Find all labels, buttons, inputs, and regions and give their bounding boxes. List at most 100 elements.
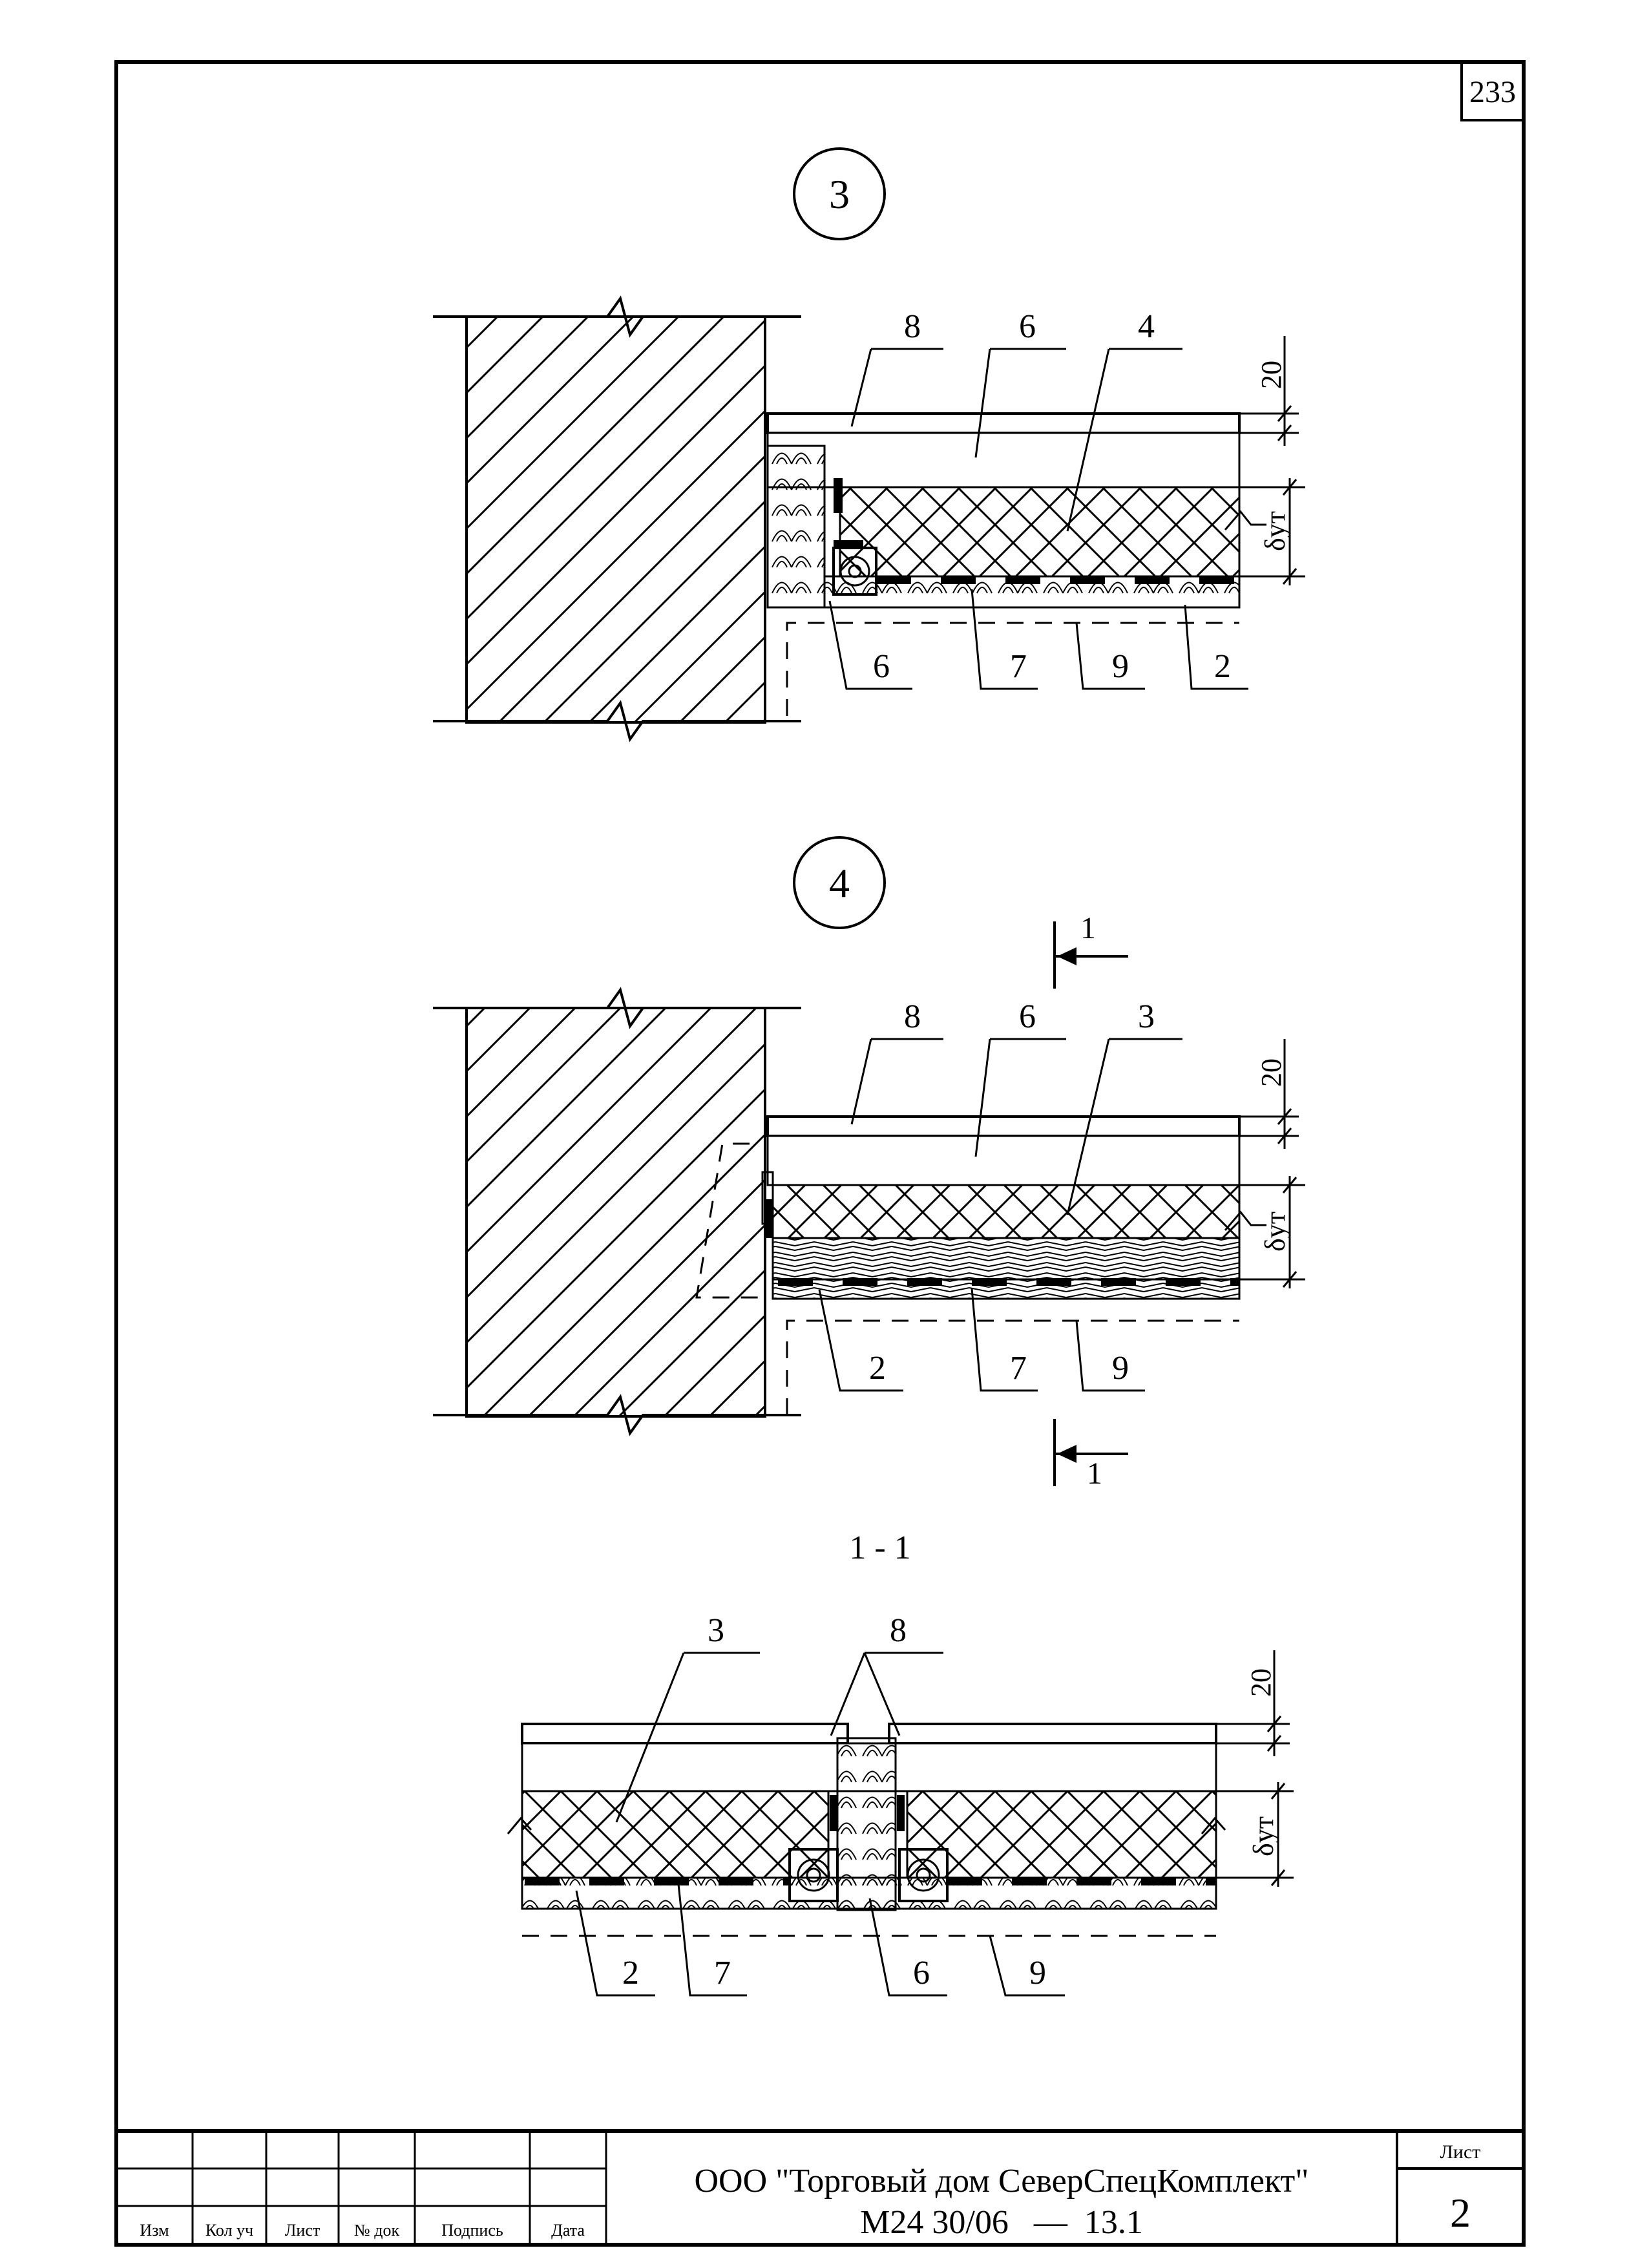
sheet-value: 2 <box>1450 2190 1471 2236</box>
section-seal-right <box>897 1795 905 1831</box>
section-leader-7 <box>677 1884 747 1997</box>
col-kol-uch: Кол уч <box>205 2221 253 2240</box>
detail-3-seal <box>834 478 843 513</box>
title-block-sheet-divider <box>1396 2131 1524 2245</box>
detail-4-ceiling-line <box>786 1319 1239 1415</box>
section-1-1: 1 - 1 3 8 2 7 6 9 20 <box>507 1529 1294 1997</box>
detail-4-label-8: 8 <box>904 998 921 1035</box>
detail-4-level-mark <box>1224 1210 1266 1231</box>
detail-3-leader-6-top <box>974 348 1066 458</box>
detail-4-break-bottom <box>433 1394 801 1436</box>
detail-4-timber <box>772 1237 1241 1281</box>
section-dim-insulation <box>1216 1782 1294 1887</box>
detail-4-hidden-line <box>695 1142 768 1299</box>
detail-4-leader-3 <box>1066 1038 1182 1215</box>
detail-4-section-arrow-top <box>1057 947 1077 965</box>
detail-4-floor-board <box>766 1115 1241 1137</box>
organization-name: ООО "Торговый дом СеверСпецКомплект" <box>694 2163 1308 2200</box>
sheet-number: 233 <box>1469 75 1516 109</box>
section-title: 1 - 1 <box>849 1529 910 1566</box>
document-code: М24 30/06 — 13.1 <box>860 2204 1143 2241</box>
detail-4-leader-2 <box>818 1289 903 1392</box>
col-signature: Подпись <box>441 2221 503 2240</box>
section-bar-left-ring <box>797 1858 830 1892</box>
section-floor-board-left <box>521 1723 849 1745</box>
sheet-number-box <box>1460 61 1525 121</box>
section-dim-20 <box>1216 1650 1290 1756</box>
col-izm: Изм <box>140 2221 169 2240</box>
detail-3-leader-9 <box>1075 622 1145 690</box>
detail-4-insulation <box>772 1184 1241 1239</box>
detail-3-label-8: 8 <box>904 308 921 345</box>
detail-4-section-arrow-bottom <box>1057 1445 1077 1463</box>
section-label-2: 2 <box>622 1955 639 1991</box>
detail-4-leader-8 <box>850 1038 943 1125</box>
detail-3-number: 3 <box>829 171 850 217</box>
detail-3-label-9: 9 <box>1112 648 1129 685</box>
detail-3-label-7: 7 <box>1010 648 1027 685</box>
section-leader-2 <box>575 1890 655 1997</box>
section-label-7: 7 <box>714 1955 731 1991</box>
detail-4: 4 1 1 8 6 3 2 7 9 <box>433 836 1305 1491</box>
detail-3-dim-20-value: 20 <box>1255 361 1287 389</box>
section-label-9: 9 <box>1029 1955 1046 1991</box>
detail-4-number: 4 <box>829 860 850 906</box>
detail-4-leader-7 <box>971 1288 1038 1392</box>
col-date: Дата <box>551 2221 585 2240</box>
detail-4-leader-9 <box>1075 1320 1145 1392</box>
section-leader-6 <box>868 1898 947 1997</box>
detail-3-leader-7 <box>971 589 1038 690</box>
section-leader-3 <box>615 1652 760 1823</box>
detail-4-dim-insulation <box>1239 1176 1305 1288</box>
section-insulation-right <box>906 1790 1217 1879</box>
section-floor-board-right <box>888 1723 1217 1745</box>
section-label-6: 6 <box>913 1955 930 1991</box>
section-bar-left <box>788 1848 839 1902</box>
detail-4-label-9: 9 <box>1112 1350 1129 1387</box>
section-seal-left <box>830 1795 837 1831</box>
section-bar-right-ring <box>907 1858 940 1892</box>
section-level-right <box>1201 1816 1226 1834</box>
section-leader-9 <box>989 1935 1065 1997</box>
detail-3-label-4: 4 <box>1138 308 1155 345</box>
detail-3-floor-board <box>766 412 1241 434</box>
detail-3-label-6-bottom: 6 <box>873 648 890 685</box>
detail-4-wall <box>465 1007 766 1418</box>
detail-3-insulation <box>839 486 1241 578</box>
detail-3-level-mark <box>1224 510 1266 530</box>
detail-3-ceiling-line <box>786 622 1239 716</box>
section-leader-8 <box>830 1652 943 1736</box>
detail-3-seal-base <box>834 540 863 548</box>
detail-4-label-6: 6 <box>1019 998 1036 1035</box>
detail-4-dim-insulation-value: δут <box>1259 1212 1291 1252</box>
section-dim-insulation-value: δут <box>1248 1816 1279 1856</box>
title-block: Изм Кол уч Лист № док Подпись Дата ООО "… <box>114 2129 1526 2247</box>
section-level-left <box>507 1816 532 1834</box>
title-block-grid <box>116 2131 607 2245</box>
detail-4-label-3: 3 <box>1138 998 1155 1035</box>
detail-3-marker <box>793 147 886 240</box>
detail-4-section-label-bottom: 1 <box>1087 1456 1102 1491</box>
section-dim-20-value: 20 <box>1245 1668 1277 1697</box>
section-subfloor <box>521 1876 1217 1910</box>
detail-3-label-2: 2 <box>1214 648 1231 685</box>
detail-4-break-top <box>433 987 801 1029</box>
detail-3-wall <box>465 315 766 724</box>
section-bar-right <box>898 1848 949 1902</box>
col-list: Лист <box>285 2221 320 2240</box>
detail-4-underlay <box>766 1135 1241 1186</box>
detail-3-leader-2 <box>1184 604 1248 690</box>
detail-3-leader-8 <box>850 348 943 427</box>
detail-3-leader-6-bottom <box>828 600 912 690</box>
detail-4-marker <box>793 836 886 929</box>
section-insulation-left <box>521 1790 830 1879</box>
detail-3-break-bottom <box>433 700 801 742</box>
detail-3-leader-4 <box>1066 348 1182 532</box>
detail-4-seal <box>765 1199 773 1238</box>
detail-3-dim-insulation-value: δут <box>1259 511 1291 551</box>
detail-3-dim-20 <box>1239 336 1299 446</box>
title-block-frame <box>114 2129 1526 2247</box>
section-label-3: 3 <box>708 1612 724 1649</box>
detail-4-label-7: 7 <box>1010 1350 1027 1387</box>
